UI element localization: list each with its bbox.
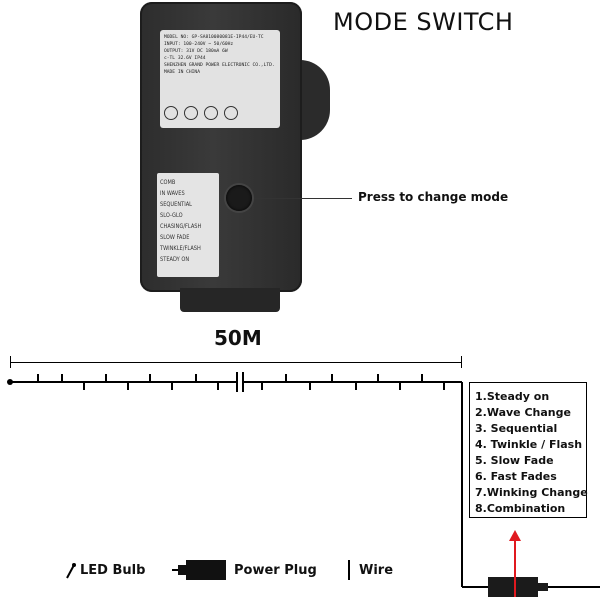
mode-item: 8.Combination bbox=[475, 502, 566, 515]
adapter-cable-exit bbox=[180, 288, 280, 312]
mode-item: 5. Slow Fade bbox=[475, 454, 554, 467]
page-title: MODE SWITCH bbox=[333, 8, 514, 36]
red-arrow-head-icon bbox=[509, 530, 521, 541]
mode-item: 6. Fast Fades bbox=[475, 470, 557, 483]
mode-label-line: SLOW FADE bbox=[160, 233, 190, 241]
mode-label-line: IN WAVES bbox=[160, 189, 185, 197]
length-tick-right bbox=[461, 356, 462, 368]
string-end-cap bbox=[7, 379, 13, 385]
spec-line: MODEL NO: GP-SA810080081E-IP44/EU-TC bbox=[164, 35, 264, 40]
mode-item: 4. Twinkle / Flash bbox=[475, 438, 583, 451]
mode-item: 2.Wave Change bbox=[475, 406, 571, 419]
spec-line: OUTPUT: 31V DC 180mA 6W bbox=[164, 49, 228, 54]
spec-line: c-TL 32.6V IP44 bbox=[164, 56, 206, 61]
mode-label-line: STEADY ON bbox=[160, 255, 190, 263]
legend-led-bulb: LED Bulb bbox=[80, 563, 146, 578]
mode-label-line: TWINKLE/FLASH bbox=[160, 244, 201, 252]
certification-icon bbox=[224, 106, 238, 120]
legend-wire: Wire bbox=[359, 563, 394, 578]
mode-item: 3. Sequential bbox=[475, 422, 558, 435]
spec-line: SHENZHEN GRAND POWER ELECTRONIC CO.,LTD. bbox=[164, 63, 275, 68]
mode-label-line: CHASING/FLASH bbox=[160, 222, 202, 230]
certification-icon bbox=[184, 106, 198, 120]
spec-line: INPUT: 100-240V ~ 50/60Hz bbox=[164, 42, 234, 47]
mode-label-line: SEQUENTIAL bbox=[160, 200, 193, 208]
certification-icon bbox=[164, 106, 178, 120]
power-plug-icon bbox=[172, 560, 226, 580]
adapter-mode-label: COMB IN WAVES SEQUENTIAL SLO-GLO CHASING… bbox=[157, 173, 219, 277]
length-tick-left bbox=[10, 356, 11, 368]
light-string-diagram bbox=[7, 372, 600, 597]
adapter-spec-label: MODEL NO: GP-SA810080081E-IP44/EU-TC INP… bbox=[160, 30, 280, 128]
led-bulbs bbox=[37, 374, 445, 390]
length-dimension-line bbox=[10, 362, 462, 363]
mode-label-line: SLO-GLO bbox=[160, 211, 183, 219]
certification-icon bbox=[204, 106, 218, 120]
wire-icon bbox=[348, 560, 350, 580]
red-arrow-shaft bbox=[514, 540, 516, 578]
led-bulb-icon bbox=[66, 563, 76, 579]
mode-item: 1.Steady on bbox=[475, 390, 550, 403]
length-label: 50M bbox=[214, 326, 262, 350]
mode-item: 7.Winking Change bbox=[475, 486, 588, 499]
mode-list-box: 1.Steady on 2.Wave Change 3. Sequential … bbox=[469, 382, 588, 518]
callout-line bbox=[254, 198, 352, 199]
mode-label-line: COMB bbox=[160, 178, 176, 186]
power-plug-connector bbox=[488, 577, 538, 597]
mode-switch-button[interactable] bbox=[226, 185, 252, 211]
legend-power-plug: Power Plug bbox=[234, 563, 317, 578]
spec-line: MADE IN CHINA bbox=[164, 70, 200, 75]
certification-icons bbox=[164, 104, 276, 122]
power-plug-tip bbox=[538, 583, 548, 591]
press-to-change-mode-text: Press to change mode bbox=[358, 190, 509, 204]
